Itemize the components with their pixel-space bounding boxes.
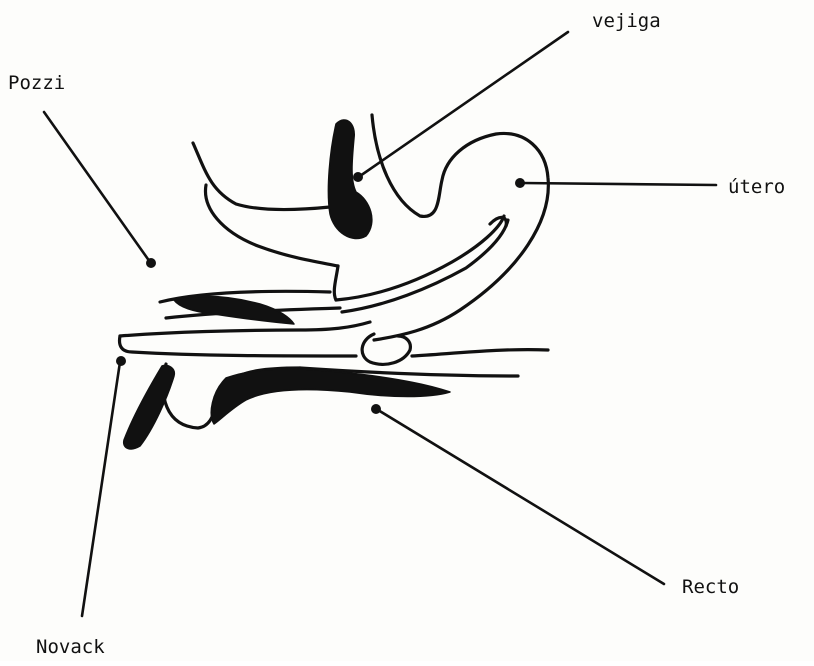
posterior-fornix: [412, 350, 548, 356]
pozzi-pointer: [44, 112, 150, 262]
novack-pointer-head: [116, 356, 126, 366]
vejiga-pointer-head: [353, 172, 363, 182]
novack-pointer: [82, 362, 120, 616]
label-vejiga: vejiga: [592, 12, 661, 31]
label-novack: Novack: [36, 638, 105, 657]
vaginal-wall-posterior: [120, 336, 357, 356]
label-utero: útero: [728, 178, 785, 197]
label-recto: Recto: [682, 578, 739, 597]
bladder-fill: [328, 120, 371, 239]
rectum-fill: [211, 369, 450, 424]
recto-pointer: [378, 410, 664, 584]
anterior-wall-fill: [174, 297, 294, 324]
utero-pointer-head: [515, 178, 525, 188]
introitus-upper: [120, 322, 370, 336]
recto-pointer-head: [371, 404, 381, 414]
label-pozzi: Pozzi: [8, 74, 65, 93]
bladder-outline-upper: [193, 143, 330, 210]
vejiga-pointer: [360, 32, 568, 176]
utero-pointer: [522, 183, 716, 185]
pozzi-pointer-head: [146, 258, 156, 268]
vaginal-wall-anterior: [334, 266, 338, 300]
